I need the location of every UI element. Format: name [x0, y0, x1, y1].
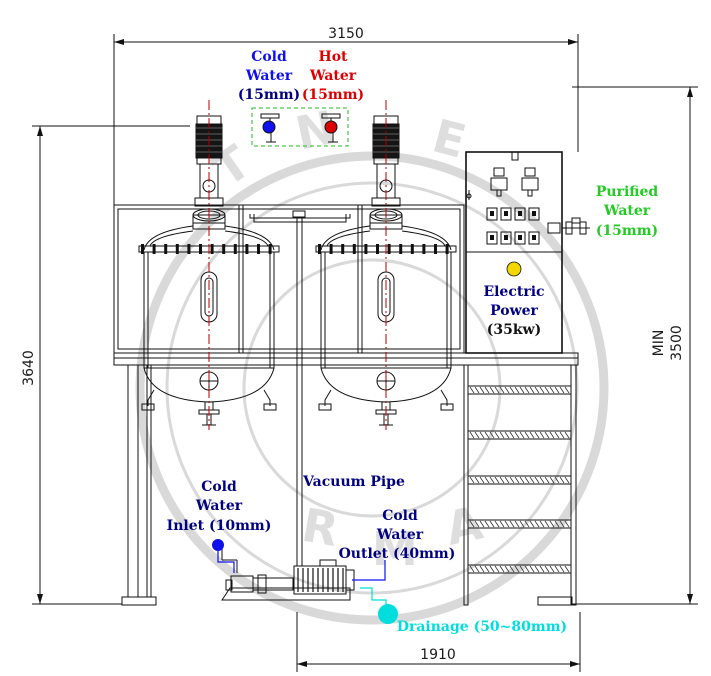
cold-water-top-label-2: Water — [245, 68, 293, 84]
stair-step — [467, 519, 572, 529]
supply-box — [251, 107, 349, 147]
dimension-top: 3150 — [113, 26, 579, 205]
control-cabinet — [465, 151, 563, 354]
stair-step — [467, 385, 572, 395]
electric-power-label-3: (35kw) — [487, 322, 541, 338]
labels: Cold Water (15mm) Hot Water (15mm) Purif… — [167, 49, 659, 635]
drainage-outlet-icon — [378, 604, 398, 624]
dimension-right: MIN 3500 — [572, 86, 698, 605]
cold-water-top-label-3: (15mm) — [238, 87, 300, 103]
min-height-label-2: 3500 — [669, 325, 685, 361]
min-height-label-1: MIN — [651, 330, 667, 357]
stairs — [463, 364, 577, 606]
control-button — [486, 207, 498, 221]
control-button — [528, 207, 540, 221]
watermark-letter: R — [298, 498, 342, 557]
vacuum-pump-assembly — [221, 548, 355, 601]
stair-step — [467, 475, 572, 485]
top-water-supply — [251, 107, 349, 147]
dimension-left: 3640 — [21, 125, 190, 605]
hot-water-top-label-3: (15mm) — [302, 87, 364, 103]
hot-water-top-label-2: Water — [309, 68, 357, 84]
control-button — [500, 207, 512, 221]
cold-water-valve-icon — [262, 120, 276, 134]
electric-power-label-1: Electric — [483, 284, 544, 300]
stair-step — [467, 564, 572, 574]
purified-water-label-1: Purified — [596, 184, 658, 200]
hot-water-valve-icon — [324, 120, 338, 134]
stair-step — [467, 430, 572, 440]
cold-water-outlet-label-3: Outlet (40mm) — [339, 546, 456, 562]
electric-power-label-2: Power — [490, 303, 538, 319]
control-button — [528, 231, 540, 245]
control-button — [514, 231, 526, 245]
watermark-letter: M — [372, 522, 418, 576]
watermark-letter: E — [427, 108, 471, 168]
overall-height-label: 3640 — [21, 350, 37, 386]
purified-water-label-3: (15mm) — [596, 223, 658, 239]
dimension-bottom: 1910 — [296, 612, 581, 672]
purified-water-inlet — [547, 217, 590, 235]
purified-water-label-2: Water — [603, 203, 651, 219]
control-button — [514, 207, 526, 221]
cold-water-top-label-1: Cold — [251, 49, 287, 65]
cold-water-inlet-label-3: Inlet (10mm) — [167, 518, 272, 534]
cold-water-piping — [212, 539, 398, 624]
vacuum-pipe — [249, 210, 351, 566]
pump-width-label: 1910 — [420, 647, 456, 663]
cold-water-inlet-label-2: Water — [195, 498, 243, 514]
tank-left — [138, 100, 280, 430]
overall-width-label: 3150 — [328, 26, 364, 42]
cold-water-outlet-label-2: Water — [376, 527, 424, 543]
control-buttons — [486, 207, 540, 245]
power-indicator-light — [506, 261, 522, 277]
drainage-label: Drainage (50~80mm) — [397, 619, 567, 635]
vacuum-pipe-label: Vacuum Pipe — [302, 474, 405, 490]
tank-right — [315, 100, 457, 430]
hot-water-top-label-1: Hot — [318, 49, 348, 65]
cold-water-inlet-label-1: Cold — [201, 479, 237, 495]
cold-water-outlet-label-1: Cold — [382, 508, 418, 524]
control-button — [486, 231, 498, 245]
cold-water-inlet-icon — [212, 539, 224, 551]
control-button — [500, 231, 512, 245]
